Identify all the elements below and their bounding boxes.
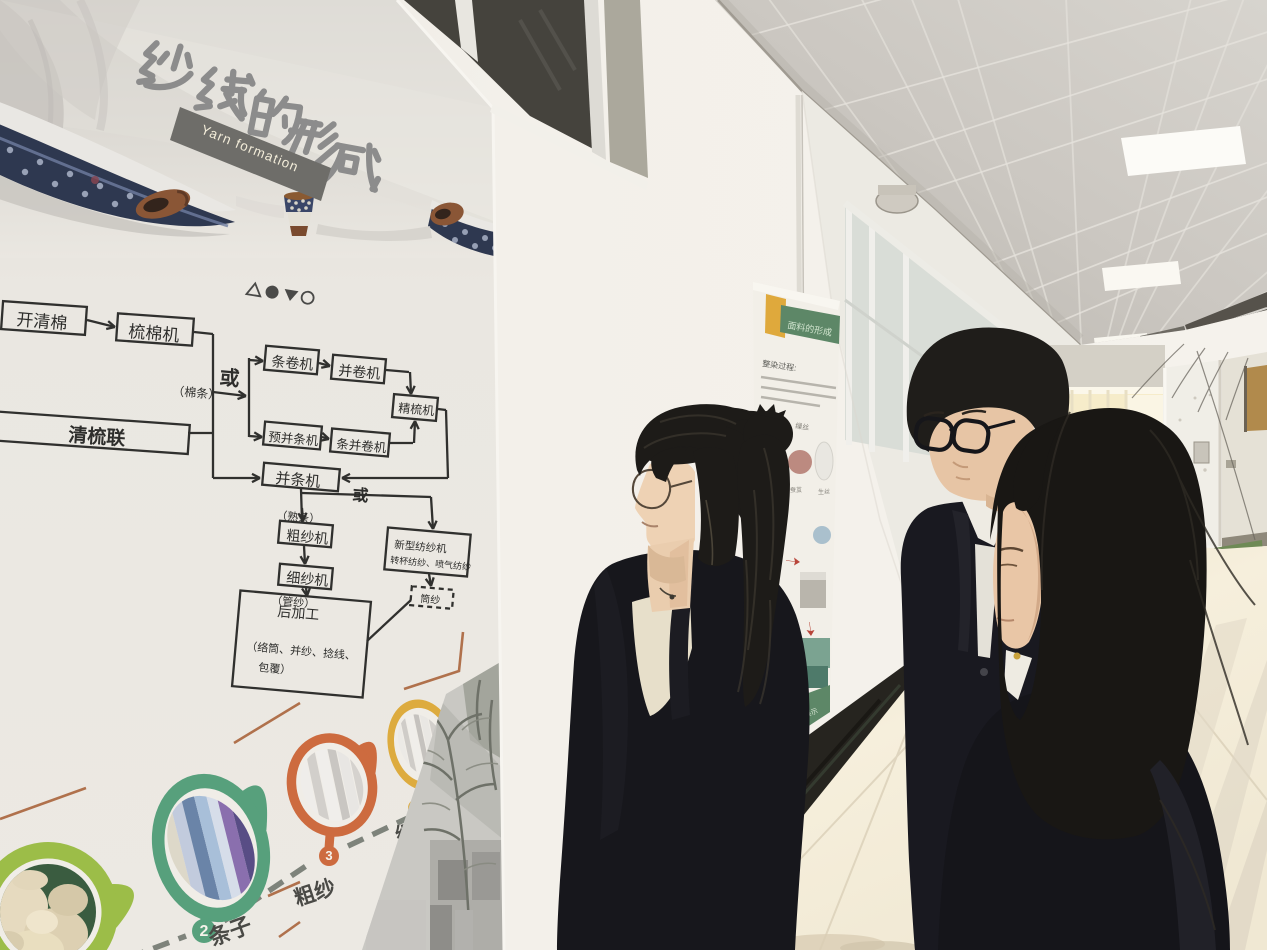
svg-text:筒纱: 筒纱	[420, 592, 441, 607]
svg-text:（棉条）: （棉条）	[172, 384, 221, 402]
svg-text:或: 或	[352, 485, 370, 505]
svg-text:（管纱）: （管纱）	[271, 593, 316, 611]
svg-text:预并条机: 预并条机	[268, 430, 320, 448]
svg-text:缫丝: 缫丝	[795, 421, 810, 432]
svg-text:条并卷机: 条并卷机	[336, 436, 388, 455]
svg-text:清梳联: 清梳联	[68, 423, 126, 450]
svg-text:或: 或	[219, 365, 241, 391]
svg-text:细纱机: 细纱机	[286, 569, 329, 589]
svg-text:蚕茧: 蚕茧	[790, 486, 802, 494]
svg-text:整染过程:: 整染过程:	[762, 358, 797, 373]
svg-text:粗纱机: 粗纱机	[286, 527, 329, 547]
svg-text:新型纺纱机: 新型纺纱机	[394, 538, 448, 556]
svg-text:生丝: 生丝	[818, 488, 830, 496]
svg-text:并卷机: 并卷机	[338, 362, 381, 382]
svg-text:开清棉: 开清棉	[16, 310, 68, 333]
svg-text:3: 3	[325, 848, 332, 863]
svg-text:后加工: 后加工	[277, 603, 320, 623]
svg-text:（熟条）: （熟条）	[276, 508, 321, 526]
svg-text:梳棉机: 梳棉机	[128, 322, 180, 345]
svg-text:包覆）: 包覆）	[258, 661, 292, 677]
svg-text:并条机: 并条机	[275, 470, 321, 491]
svg-text:精梳机: 精梳机	[398, 400, 435, 418]
svg-text:2: 2	[200, 923, 209, 940]
svg-text:条卷机: 条卷机	[271, 353, 314, 373]
